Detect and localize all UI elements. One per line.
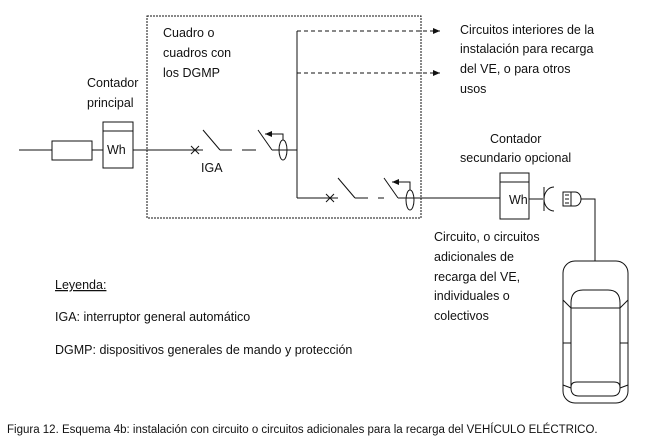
differential-switch-symbol bbox=[383, 177, 399, 199]
main-meter-symbol: Wh bbox=[509, 193, 528, 207]
box-label-line: Cuadro o bbox=[163, 26, 214, 40]
secondary-meter-label: Contador bbox=[490, 132, 541, 146]
main-meter-symbol: Wh bbox=[107, 143, 126, 157]
main-meter-label: principal bbox=[87, 96, 134, 110]
breaker-symbol bbox=[325, 193, 335, 203]
electric-vehicle-icon bbox=[562, 260, 629, 404]
iga-breaker-symbol bbox=[190, 145, 200, 155]
interior-circuits-text: Circuitos interiores de la bbox=[460, 23, 594, 37]
dgmp-panel-box bbox=[146, 15, 422, 219]
plug-icon bbox=[562, 191, 572, 207]
additional-circuits-text: adicionales de bbox=[434, 250, 514, 264]
differential-switch-symbol bbox=[257, 129, 273, 151]
secondary-meter-label: secundario opcional bbox=[460, 151, 571, 165]
socket-icon bbox=[543, 186, 555, 212]
additional-circuits-text: colectivos bbox=[434, 309, 489, 323]
figure-caption: Figura 12. Esquema 4b: instalación con c… bbox=[7, 423, 598, 436]
main-meter bbox=[102, 121, 134, 169]
ev-branch bbox=[297, 172, 596, 261]
main-line bbox=[19, 121, 297, 169]
interior-circuits-text: usos bbox=[460, 82, 486, 96]
additional-circuits-text: recarga del VE, bbox=[434, 270, 520, 284]
additional-circuits-text: individuales o bbox=[434, 289, 510, 303]
main-meter-label: Contador bbox=[87, 76, 138, 90]
box-label-line: cuadros con bbox=[163, 46, 231, 60]
iga-label: IGA bbox=[201, 161, 223, 175]
legend-item: DGMP: dispositivos generales de mando y … bbox=[55, 343, 352, 357]
additional-circuits-text: Circuito, o circuitos bbox=[434, 230, 540, 244]
legend-title: Leyenda: bbox=[55, 278, 106, 292]
secondary-meter bbox=[499, 172, 530, 220]
box-label-line: los DGMP bbox=[163, 66, 220, 80]
interior-circuits-text: instalación para recarga bbox=[460, 42, 593, 56]
legend-item: IGA: interruptor general automático bbox=[55, 310, 250, 324]
fuse-symbol bbox=[51, 140, 93, 161]
interior-circuits-text: del VE, o para otros bbox=[460, 62, 570, 76]
